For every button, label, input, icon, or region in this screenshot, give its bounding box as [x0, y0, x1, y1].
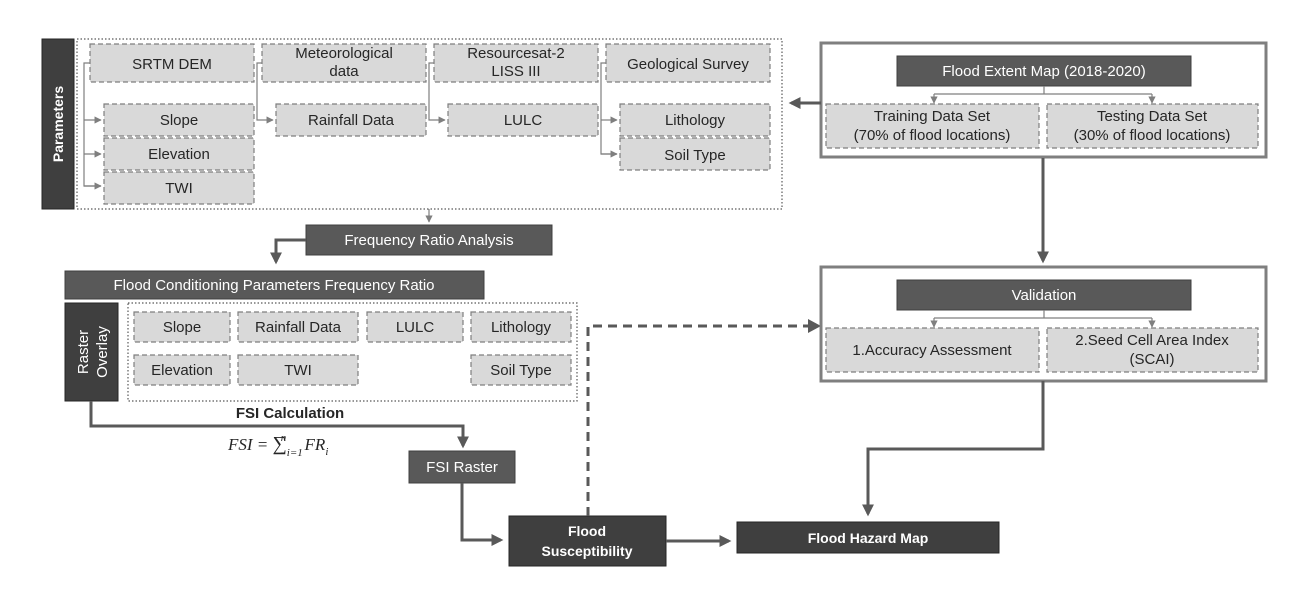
flood-extent-frame [819, 41, 1268, 159]
training-data-set [825, 103, 1040, 149]
derived-rainfall-data [275, 103, 427, 137]
validation-section: Validation 1.Accuracy Assessment 2.Seed … [819, 265, 1268, 383]
parameters-side-label: Parameters [50, 86, 66, 162]
arrow-fsi-raster-to-susceptibility [460, 483, 504, 546]
overlay-twi-label: TWI [284, 362, 312, 379]
source-meteorological-line2: data [329, 63, 359, 80]
derived-twi [103, 171, 255, 205]
source-srtm-dem-label: SRTM DEM [132, 56, 212, 73]
overlay-soil-type [470, 354, 572, 386]
source-srtm-dem [89, 43, 255, 83]
validation-split-connector [934, 310, 1152, 319]
overlay-soil-type-label: Soil Type [490, 362, 551, 379]
flood-susceptibility-line2: Susceptibility [541, 543, 632, 559]
arrow-resourcesat-lulc [428, 62, 446, 124]
flood-susceptibility-box [508, 515, 667, 567]
parameters-section: Parameters SRTM DEM Meteorological data … [41, 38, 783, 210]
overlay-slope-label: Slope [163, 319, 201, 336]
derived-slope [103, 103, 255, 137]
overlay-slope [133, 311, 231, 343]
scai-line2: (SCAI) [1130, 351, 1175, 368]
derived-lulc [447, 103, 599, 137]
derived-lulc-label: LULC [504, 112, 543, 129]
training-line2: (70% of flood locations) [854, 127, 1011, 144]
arrow-validation-to-hazard [862, 381, 1045, 517]
fsi-formula: FSI = ∑i=1n FRi [227, 432, 328, 459]
overlay-rainfall-data [237, 311, 359, 343]
flood-extent-title-box [896, 55, 1192, 87]
derived-elevation-label: Elevation [148, 146, 210, 163]
overlay-lithology-label: Lithology [491, 319, 552, 336]
source-meteorological-data [261, 43, 427, 83]
fsi-formula-text: FSI = ∑i=1n FRi [227, 432, 328, 459]
flood-extent-title: Flood Extent Map (2018-2020) [942, 63, 1145, 80]
overlay-twi [237, 354, 359, 386]
fc-params-fr-label: Flood Conditioning Parameters Frequency … [114, 277, 435, 294]
source-geological-survey-label: Geological Survey [627, 56, 749, 73]
arrow-fra-to-fcp [270, 238, 306, 265]
accuracy-assessment-label: 1.Accuracy Assessment [852, 342, 1012, 359]
source-resourcesat [433, 43, 599, 83]
training-line1: Training Data Set [874, 108, 991, 125]
source-resourcesat-line2: LISS III [491, 63, 540, 80]
arrow-overlay-to-fsi-raster [89, 401, 469, 449]
testing-line2: (30% of flood locations) [1074, 127, 1231, 144]
overlay-rainfall-label: Rainfall Data [255, 319, 342, 336]
overlay-lulc [366, 311, 464, 343]
scai-line1: 2.Seed Cell Area Index [1075, 332, 1229, 349]
derived-lithology-label: Lithology [665, 112, 726, 129]
validation-title: Validation [1012, 287, 1077, 304]
frequency-ratio-analysis-box [305, 224, 553, 256]
seed-cell-area-index [1046, 327, 1259, 373]
accuracy-assessment [825, 327, 1040, 373]
overlay-elevation [133, 354, 231, 386]
raster-overlay-box [64, 302, 119, 402]
source-meteorological-line1: Meteorological [295, 45, 393, 62]
parameters-side-label-box [41, 38, 75, 210]
testing-line1: Testing Data Set [1097, 108, 1208, 125]
flood-hazard-map-label: Flood Hazard Map [808, 530, 929, 546]
overlay-elevation-label: Elevation [151, 362, 213, 379]
source-geological-survey [605, 43, 771, 83]
overlay-lithology [470, 311, 572, 343]
overlay-lulc-label: LULC [396, 319, 435, 336]
frequency-ratio-analysis-label: Frequency Ratio Analysis [344, 232, 513, 249]
arrowhead-susceptibility-to-validation [808, 319, 821, 333]
flood-extent-split-connector [934, 86, 1152, 95]
fsi-raster-label: FSI Raster [426, 459, 498, 476]
derived-twi-label: TWI [165, 180, 193, 197]
derived-slope-label: Slope [160, 112, 198, 129]
raster-overlay-line1: Raster [75, 330, 92, 374]
derived-soil-type-label: Soil Type [664, 147, 725, 164]
flood-hazard-map-box [736, 521, 1000, 554]
source-resourcesat-line1: Resourcesat-2 [467, 45, 565, 62]
flood-susceptibility-line1: Flood [568, 523, 606, 539]
overlay-dotted-frame [127, 302, 578, 402]
validation-title-box [896, 279, 1192, 311]
derived-elevation [103, 137, 255, 171]
fsi-calculation-label: FSI Calculation [236, 405, 344, 422]
derived-lithology [619, 103, 771, 137]
derived-soil-type [619, 137, 771, 171]
arrow-susceptibility-to-validation [586, 324, 809, 516]
raster-overlay-line2: Overlay [94, 326, 111, 378]
derived-rainfall-label: Rainfall Data [308, 112, 395, 129]
fc-params-fr-box [64, 270, 485, 300]
testing-data-set [1046, 103, 1259, 149]
arrow-meteo-rainfall [256, 62, 274, 124]
flood-extent-section: Flood Extent Map (2018-2020) Training Da… [819, 41, 1268, 159]
